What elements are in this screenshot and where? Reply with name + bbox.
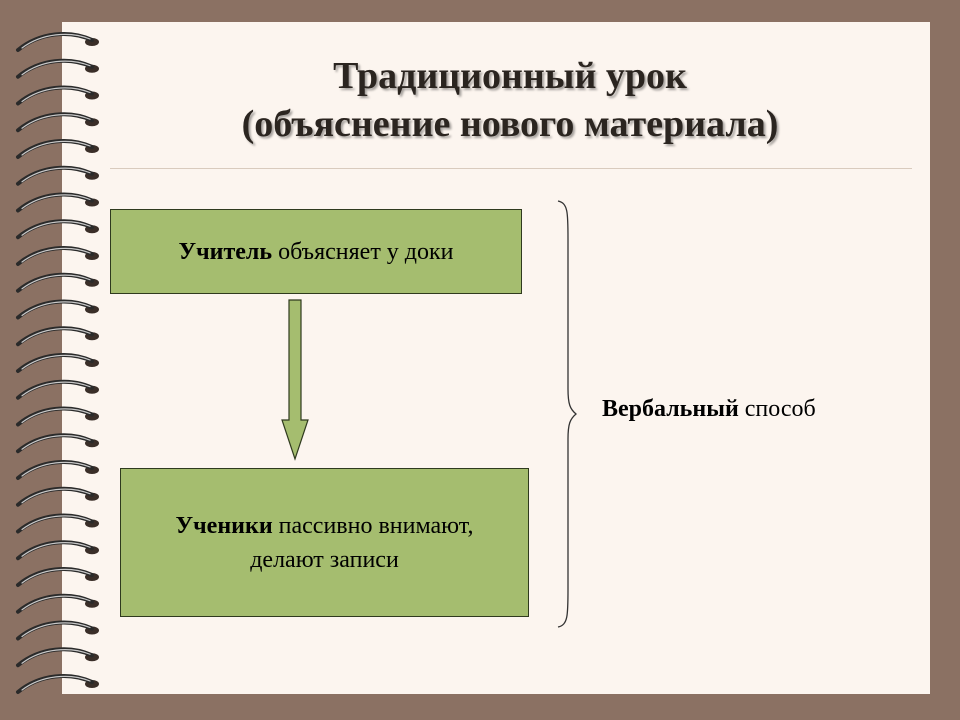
students-action-line-2: делают записи <box>250 546 399 573</box>
binding-ring-icon <box>16 58 99 79</box>
spiral-binding-icon <box>16 32 99 694</box>
students-action-line-1: пассивно внимают, <box>278 512 474 539</box>
teacher-action: объясняет у доки <box>278 238 454 265</box>
method-label-text: способ <box>744 396 816 422</box>
binding-ring-icon <box>16 486 99 507</box>
binding-ring-icon <box>16 406 99 427</box>
title-line-2: (объяснение нового материала) <box>241 103 779 145</box>
binding-ring-icon <box>16 674 99 694</box>
title-divider <box>110 168 912 169</box>
curly-brace-icon <box>557 200 578 628</box>
binding-ring-icon <box>16 379 99 400</box>
teacher-box: Учитель объясняет у доки <box>110 209 522 294</box>
binding-ring-icon <box>16 32 99 52</box>
students-label: Ученики <box>175 512 273 539</box>
binding-ring-icon <box>16 513 99 534</box>
binding-ring-icon <box>16 353 99 373</box>
teacher-label: Учитель <box>178 238 273 265</box>
binding-ring-icon <box>16 433 99 454</box>
down-arrow-icon <box>281 299 309 461</box>
binding-ring-icon <box>16 112 99 133</box>
binding-ring-icon <box>16 272 99 293</box>
binding-ring-icon <box>16 139 99 159</box>
binding-ring-icon <box>16 620 99 641</box>
binding-ring-icon <box>16 165 99 186</box>
binding-ring-icon <box>16 192 99 213</box>
binding-ring-icon <box>16 246 99 266</box>
binding-ring-icon <box>16 299 99 320</box>
students-box: Ученики пассивно внимают, делают записи <box>120 468 529 617</box>
binding-ring-icon <box>16 540 99 561</box>
slide-title: Традиционный урок (объяснение нового мат… <box>110 52 910 148</box>
method-label: Вербальный способ <box>602 392 816 426</box>
binding-ring-icon <box>16 647 99 668</box>
binding-ring-icon <box>16 326 99 347</box>
binding-ring-icon <box>16 593 99 614</box>
binding-ring-icon <box>16 460 99 480</box>
binding-ring-icon <box>16 567 99 587</box>
title-line-1: Традиционный урок <box>333 55 687 97</box>
binding-ring-icon <box>16 85 99 106</box>
method-label-strong: Вербальный <box>602 396 739 422</box>
binding-ring-icon <box>16 219 99 240</box>
